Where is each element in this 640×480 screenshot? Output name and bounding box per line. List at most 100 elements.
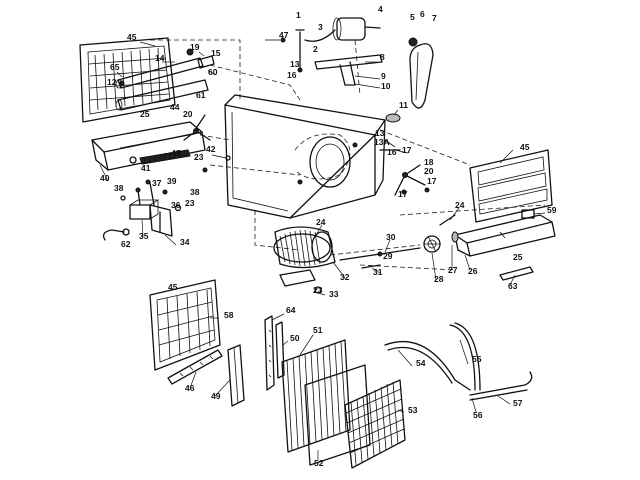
callout-17: 17: [398, 189, 408, 199]
callout-42: 42: [206, 144, 216, 154]
callout-13: 13: [290, 59, 300, 69]
callout-49: 49: [211, 391, 221, 401]
callout-23: 23: [185, 198, 195, 208]
filter-panel-right: [469, 149, 553, 223]
callout-10: 10: [381, 81, 391, 91]
callout-40: 40: [100, 173, 110, 183]
callout-27: 27: [448, 265, 458, 275]
callout-43: 43: [171, 148, 181, 158]
callout-6: 6: [420, 9, 425, 19]
distribution-tubes: [384, 322, 533, 401]
callout-2: 2: [313, 44, 318, 54]
callout-62: 62: [121, 239, 131, 249]
callout-23: 23: [194, 152, 204, 162]
strip-46: [167, 349, 223, 385]
callout-23: 23: [313, 285, 323, 295]
blower-wheel: [273, 226, 336, 269]
callout-34: 34: [180, 237, 190, 247]
callout-44: 44: [170, 102, 180, 112]
water-pan-right: [454, 209, 556, 257]
callout-61: 61: [196, 90, 206, 100]
callout-25: 25: [140, 109, 150, 119]
callout-26: 26: [468, 266, 478, 276]
callout-13A: 13A: [374, 137, 390, 147]
callout-50: 50: [290, 333, 300, 343]
channel-49: [227, 344, 245, 407]
callout-14: 14: [155, 53, 165, 63]
callout-54: 54: [416, 358, 426, 368]
callout-31: 31: [373, 267, 383, 277]
part-63: [499, 266, 534, 281]
tube-assemblies: [115, 48, 215, 111]
callout-8: 8: [380, 52, 385, 62]
callout-9: 9: [381, 71, 386, 81]
callout-4: 4: [378, 4, 383, 14]
callout-18: 18: [424, 157, 434, 167]
callout-35: 35: [139, 231, 149, 241]
water-pan-left: [91, 121, 206, 171]
callout-16: 16: [387, 147, 397, 157]
cabinet-housing: [224, 94, 386, 219]
callout-leaders: [99, 41, 546, 460]
drive-belt: [409, 43, 434, 109]
callout-65: 65: [110, 62, 120, 72]
callout-56: 56: [473, 410, 483, 420]
switch-bracket-assembly: [102, 179, 182, 241]
shaft-and-pulley: [339, 235, 441, 269]
callout-38: 38: [114, 183, 124, 193]
float-arm-right: [379, 139, 430, 196]
post-64: [264, 315, 275, 391]
callout-47: 47: [279, 30, 289, 40]
callout-64: 64: [286, 305, 296, 315]
callout-24: 24: [455, 200, 465, 210]
callout-33: 33: [329, 289, 339, 299]
callout-17: 17: [402, 145, 412, 155]
callout-20: 20: [424, 166, 434, 176]
callout-41: 41: [141, 163, 151, 173]
callout-63: 63: [508, 281, 518, 291]
callout-57: 57: [513, 398, 523, 408]
callout-1: 1: [296, 10, 301, 20]
callout-7: 7: [432, 13, 437, 23]
callout-45: 45: [520, 142, 530, 152]
assembly-guide-lines: [150, 39, 546, 271]
media-pad-stack: [281, 339, 371, 466]
callout-36: 36: [171, 200, 181, 210]
filter-frame-lower: [149, 279, 221, 371]
post-50: [275, 321, 285, 379]
callout-37: 37: [152, 178, 162, 188]
callout-45: 45: [168, 282, 178, 292]
callout-12: 12: [107, 77, 117, 87]
callout-45: 45: [127, 32, 137, 42]
callout-5: 5: [410, 12, 415, 22]
callout-13: 13: [375, 128, 385, 138]
motor-assembly: [265, 17, 418, 86]
callout-20: 20: [183, 109, 193, 119]
callout-25: 25: [513, 252, 523, 262]
callout-11: 11: [399, 100, 408, 110]
callout-46: 46: [185, 383, 195, 393]
callout-32: 32: [340, 272, 350, 282]
callout-51: 51: [313, 325, 323, 335]
callout-58: 58: [224, 310, 234, 320]
callout-15: 15: [211, 48, 221, 58]
part-11: [385, 113, 401, 123]
callout-38: 38: [190, 187, 200, 197]
float-arm-left: [183, 114, 231, 173]
callout-60: 60: [208, 67, 218, 77]
callout-19: 19: [190, 42, 200, 52]
filter-panel-top-left: [79, 37, 176, 123]
callout-28: 28: [434, 274, 444, 284]
callout-24: 24: [316, 217, 326, 227]
grid-pad-53: [344, 379, 406, 469]
callout-59: 59: [547, 205, 557, 215]
callout-3: 3: [318, 22, 323, 32]
callout-53: 53: [408, 405, 418, 415]
callout-55: 55: [472, 354, 482, 364]
callout-39: 39: [167, 176, 177, 186]
float-24-right: [439, 214, 459, 243]
callout-17: 17: [427, 176, 437, 186]
callout-30: 30: [386, 232, 396, 242]
